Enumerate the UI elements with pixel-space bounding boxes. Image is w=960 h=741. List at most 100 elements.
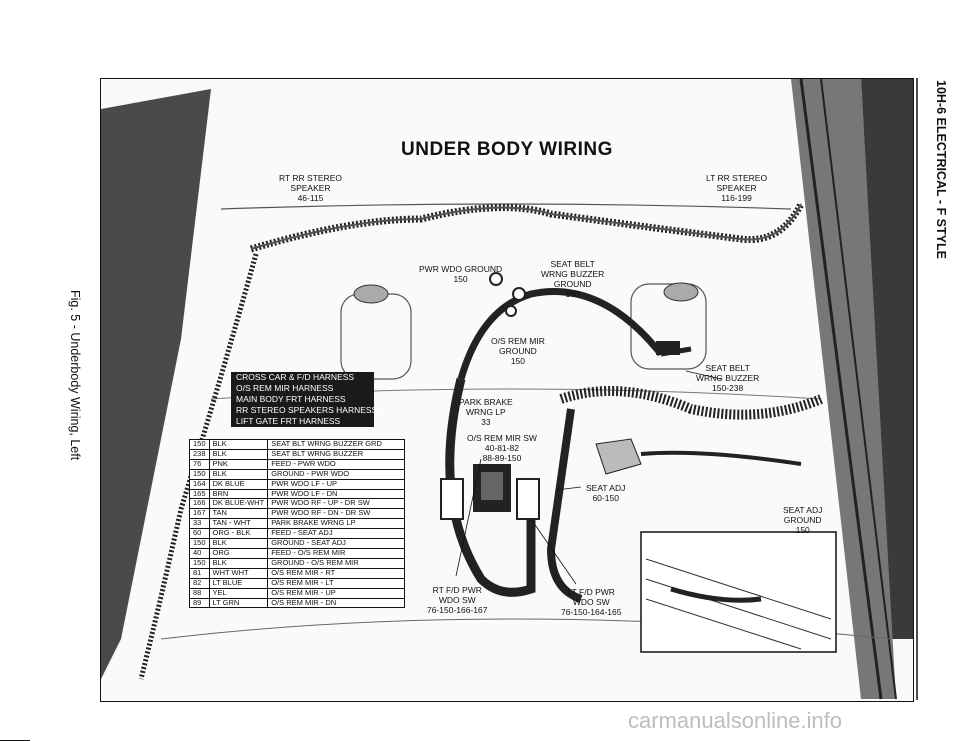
wire-function: O/S REM MIR - DN [267,597,406,609]
right-body-panel [861,79,913,639]
right-sill [791,79,896,699]
wire-color: BLK [208,557,269,569]
wire-function: GROUND - PWR WDO [267,468,406,480]
rr-stereo-harness [249,202,805,253]
wire-color: DK BLUE [208,478,269,490]
wire-number: 167 [189,508,210,520]
wire-function: FEED - SEAT ADJ [267,528,406,540]
wire-function: PWR WDO RF - DN - DR SW [267,508,406,520]
wire-color: BLK [208,439,269,450]
wire-function: O/S REM MIR - UP [267,587,406,599]
page-header-text: 10H-6 ELECTRICAL - F STYLE [934,80,948,259]
wire-color: LT GRN [208,597,269,609]
wire-color: BLK [208,538,269,549]
wire-number: 40 [189,547,210,559]
wire-number: 150 [189,439,210,450]
lt-fd-pwr-wdo-switch [516,478,540,520]
legend-item: RR STEREO SPEAKERS HARNESS [231,405,377,416]
wire-color: BRN [208,488,269,500]
inset-detail [640,531,837,653]
wire-function: FEED - O/S REM MIR [267,547,406,559]
wire-function: PWR WDO LF - UP [267,478,406,490]
wire-number: 150 [189,468,210,480]
wire-color: TAN [208,508,269,520]
wire-number: 164 [189,478,210,490]
diagram-title: UNDER BODY WIRING [401,139,613,160]
wire-color: ORG - BLK [208,528,269,540]
wire-color: WHT WHT [208,567,269,579]
wire-function: GROUND - O/S REM MIR [267,557,406,569]
wire-color: LT BLUE [208,577,269,589]
wire-color: ORG [208,547,269,559]
wire-function: PARK BRAKE WRNG LP [267,518,406,530]
cross-car-harness [445,377,536,597]
wire-function: PWR WDO LF - DN [267,488,406,500]
wire-function: O/S REM MIR - LT [267,577,406,589]
wire-number: 150 [189,557,210,569]
legend-item: LIFT GATE FRT HARNESS [231,416,374,427]
wire-number: 88 [189,587,210,599]
wire-function: O/S REM MIR - RT [267,567,406,579]
wire-function: GROUND - SEAT ADJ [267,538,406,549]
left-side-harness [138,253,259,680]
wire-number: 76 [189,458,210,470]
legend-item: MAIN BODY FRT HARNESS [231,394,374,405]
wire-color: BLK [208,448,269,460]
wire-number: 82 [189,577,210,589]
left-body-panel [101,89,211,679]
wire-number: 60 [189,528,210,540]
main-body-harness [559,386,823,420]
legend-item: CROSS CAR & F/D HARNESS [231,372,374,383]
wire-number: 33 [189,518,210,530]
figure-caption-text: Fig. 5 - Underbody Wiring, Left [68,290,82,461]
wire-number: 166 [189,498,210,510]
wire-number: 81 [189,567,210,579]
wire-color: PNK [208,458,269,470]
wire-function: PWR WDO RF - UP - DR SW [267,498,406,510]
wire-color: BLK [208,468,269,480]
figure-caption: Fig. 5 - Underbody Wiring, Left [68,290,98,540]
wire-number: 150 [189,538,210,549]
wire-number: 165 [189,488,210,500]
wire-color: DK BLUE-WHT [208,498,269,510]
wire-function: SEAT BLT WRNG BUZZER [267,448,406,460]
page-header: 10H-6 ELECTRICAL - F STYLE [930,80,954,340]
wire-number: 238 [189,448,210,460]
wire-function: SEAT BLT WRNG BUZZER GRD [267,439,406,450]
legend-item: O/S REM MIR HARNESS [231,383,374,394]
harness-legend: CROSS CAR & F/D HARNESS O/S REM MIR HARN… [231,372,377,427]
watermark: carmanualsonline.info [628,708,843,733]
wire-number: 89 [189,597,210,609]
wire-color: TAN - WHT [208,518,269,530]
